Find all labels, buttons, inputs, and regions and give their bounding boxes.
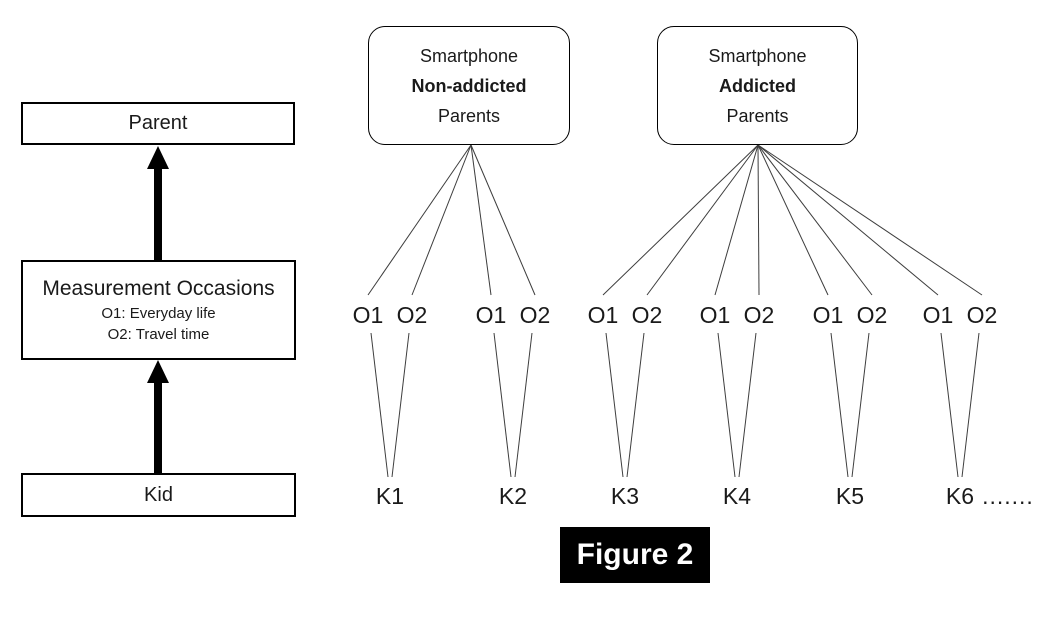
v-line-o1-k1 [370, 332, 389, 478]
fan-line-k6-o2 [757, 144, 983, 296]
occasion-label-o2-k4: O2 [743, 302, 775, 328]
kid-label-k1: K1 [375, 483, 405, 509]
occasion-label-o2-k6: O2 [966, 302, 998, 328]
occasion-2-definition: O2: Travel time [107, 326, 210, 343]
fan-line-k2-o2 [470, 144, 536, 296]
fan-line-k3-o2 [646, 144, 759, 296]
occasion-label-o1-k4: O1 [699, 302, 731, 328]
fan-line-k4-o2 [757, 144, 760, 296]
group-box-line2: Addicted [718, 75, 796, 96]
parent-box-label: Parent [128, 112, 188, 134]
kid-label-k6: K6....... [945, 483, 1034, 509]
v-line-o1-k3 [605, 332, 624, 478]
occasion-label-o2-k2: O2 [519, 302, 551, 328]
kid-label-k3: K3 [610, 483, 640, 509]
kid-box: Kid [21, 473, 296, 517]
group-box-line2: Non-addicted [411, 75, 527, 96]
group-box-line3: Parents [437, 105, 501, 126]
kid-label-k4: K4 [722, 483, 752, 509]
v-line-o1-k5 [830, 332, 849, 478]
group-box-line1: Smartphone [708, 45, 807, 66]
kid-list-ellipsis: ....... [982, 483, 1034, 509]
kid-label-k5: K5 [835, 483, 865, 509]
figure-caption: Figure 2 [560, 527, 710, 583]
kid-label-k2: K2 [498, 483, 528, 509]
fan-line-k1-o1 [367, 144, 472, 296]
occasion-label-o1-k1: O1 [352, 302, 384, 328]
smartphone-addicted-parents-box: Smartphone Addicted Parents [657, 26, 858, 145]
v-line-o2-k3 [626, 332, 645, 478]
occasion-label-o2-k3: O2 [631, 302, 663, 328]
group-box-line3: Parents [726, 105, 789, 126]
v-line-o2-k4 [738, 332, 757, 478]
fan-line-k3-o1 [602, 144, 759, 296]
v-line-o2-k6 [961, 332, 980, 478]
occasion-label-o2-k5: O2 [856, 302, 888, 328]
kid-box-label: Kid [144, 483, 173, 506]
occasion-label-o2-k1: O2 [396, 302, 428, 328]
measurement-occasions-box: Measurement Occasions O1: Everyday life … [21, 260, 296, 360]
fan-line-k2-o1 [470, 144, 492, 296]
v-line-o2-k2 [514, 332, 533, 478]
v-line-o1-k4 [717, 332, 736, 478]
occasion-label-o1-k5: O1 [812, 302, 844, 328]
fan-line-k6-o1 [757, 144, 939, 296]
fan-line-k4-o1 [714, 144, 759, 296]
parent-box: Parent [21, 102, 295, 145]
up-arrow-measurement-to-parent [147, 146, 169, 260]
smartphone-non-addicted-parents-box: Smartphone Non-addicted Parents [368, 26, 570, 145]
v-line-o2-k5 [851, 332, 870, 478]
occasion-label-o1-k3: O1 [587, 302, 619, 328]
group-box-line1: Smartphone [419, 45, 519, 66]
v-line-o1-k6 [940, 332, 959, 478]
fan-line-k1-o2 [411, 144, 472, 296]
v-line-o2-k1 [391, 332, 410, 478]
fan-line-k5-o2 [757, 144, 873, 296]
fan-line-k5-o1 [757, 144, 829, 296]
up-arrow-kid-to-measurement [147, 360, 169, 473]
occasion-label-o1-k2: O1 [475, 302, 507, 328]
occasion-1-definition: O1: Everyday life [101, 305, 216, 322]
generated-connector-lines [367, 144, 983, 478]
measurement-occasions-title: Measurement Occasions [42, 277, 275, 300]
occasion-label-o1-k6: O1 [922, 302, 954, 328]
v-line-o1-k2 [493, 332, 512, 478]
